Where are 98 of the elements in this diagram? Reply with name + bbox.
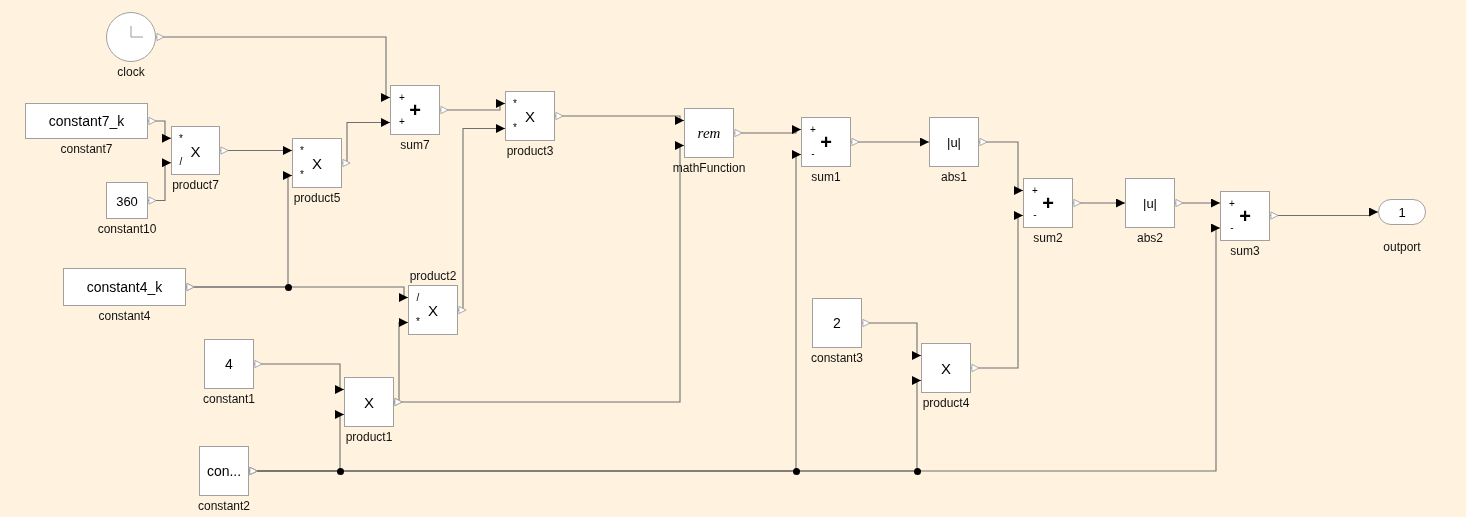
signal-line [147,158,172,205]
operator-symbol: X [364,394,374,410]
sum-block [390,85,440,135]
function-label: |u| [1143,196,1157,210]
signal-line [219,146,293,155]
operator-symbol: + [1042,193,1054,213]
port-sign: / [179,157,183,168]
port-sign: * [513,99,517,109]
block-name: product2 [409,270,457,282]
constant-value: 2 [833,316,841,330]
signal-line [970,211,1024,373]
port-sign: + [399,117,405,127]
signal-line [850,137,930,147]
port-sign: - [1230,222,1234,233]
product-block [344,377,394,427]
signal-line [554,111,685,125]
signal-line [147,116,172,143]
port-sign: - [811,149,815,159]
operator-symbol: + [1239,205,1251,226]
product-block [408,285,458,335]
abs-block [1125,178,1175,228]
signal-line [248,223,1221,476]
block-name: mathFunction [672,162,746,174]
operator-symbol: X [312,155,322,171]
block-name: product4 [922,397,970,409]
block-name: sum3 [1230,244,1260,257]
block-name: abs1 [941,171,967,183]
signal-line [1269,207,1379,220]
constant-block [199,446,249,496]
signal-line [457,124,506,315]
constant-block [812,298,862,348]
port-number: 1 [1398,205,1406,219]
operator-symbol: X [941,360,951,376]
port-sign: + [1032,186,1038,196]
block-name: sum2 [1033,232,1063,244]
product-block [505,91,555,141]
function-label: |u| [947,135,961,149]
constant-value: con... [206,464,242,478]
signal-line [439,99,506,115]
signal-line [861,318,922,360]
block-name: product5 [293,192,341,204]
constant-block [106,182,148,219]
constant-value: constant7_k [48,114,125,128]
product-block [292,138,342,188]
abs-block [929,117,979,167]
signal-line [155,32,391,102]
block-name: constant10 [97,223,157,235]
signal-line [1174,198,1221,208]
signal-line [185,282,409,302]
outport-block [1378,199,1426,225]
clock-block [106,12,156,62]
sum-block [801,117,851,167]
block-name: abs2 [1137,232,1163,244]
port-sign: * [179,133,183,144]
operator-symbol: + [820,132,832,152]
sum-block [1220,190,1270,241]
operator-symbol: X [525,108,535,124]
port-sign: * [416,317,420,327]
operator-symbol: + [409,100,421,120]
constant-block [25,103,148,139]
port-sign: - [1033,210,1037,220]
port-sign: * [300,146,304,156]
signal-line [733,125,802,138]
signal-line [393,141,685,407]
block-name: product1 [345,431,393,443]
port-sign: * [513,123,517,133]
port-sign: + [1229,198,1235,209]
function-label: rem [697,125,721,141]
block-name: product7 [172,179,219,191]
constant-value: constant4_k [86,280,163,294]
block-name: constant1 [203,393,255,405]
block-name: sum1 [811,171,841,183]
operator-symbol: X [428,302,438,318]
block-name: constant4 [98,310,151,322]
product-block [921,343,971,393]
port-sign: + [810,125,816,135]
block-name: constant3 [811,352,863,364]
signal-line [1072,198,1126,208]
block-name: sum7 [400,139,430,151]
sum-block [1023,178,1073,228]
operator-symbol: X [190,143,201,158]
signal-line [341,118,391,168]
constant-value: 4 [225,357,233,371]
block-name: constant2 [198,500,250,512]
block-name: constant7 [60,143,113,155]
signal-line [253,359,345,394]
block-name: clock [117,66,145,78]
signal-line [978,137,1024,195]
math-function-block [684,108,734,158]
port-sign: * [300,170,304,180]
constant-value: 360 [116,194,138,207]
block-name: outport [1383,241,1421,253]
product-block [171,126,220,175]
constant-block [204,339,254,389]
constant-block [63,268,186,306]
block-name: product3 [506,145,554,157]
port-sign: / [416,293,420,303]
port-sign: + [399,93,405,103]
